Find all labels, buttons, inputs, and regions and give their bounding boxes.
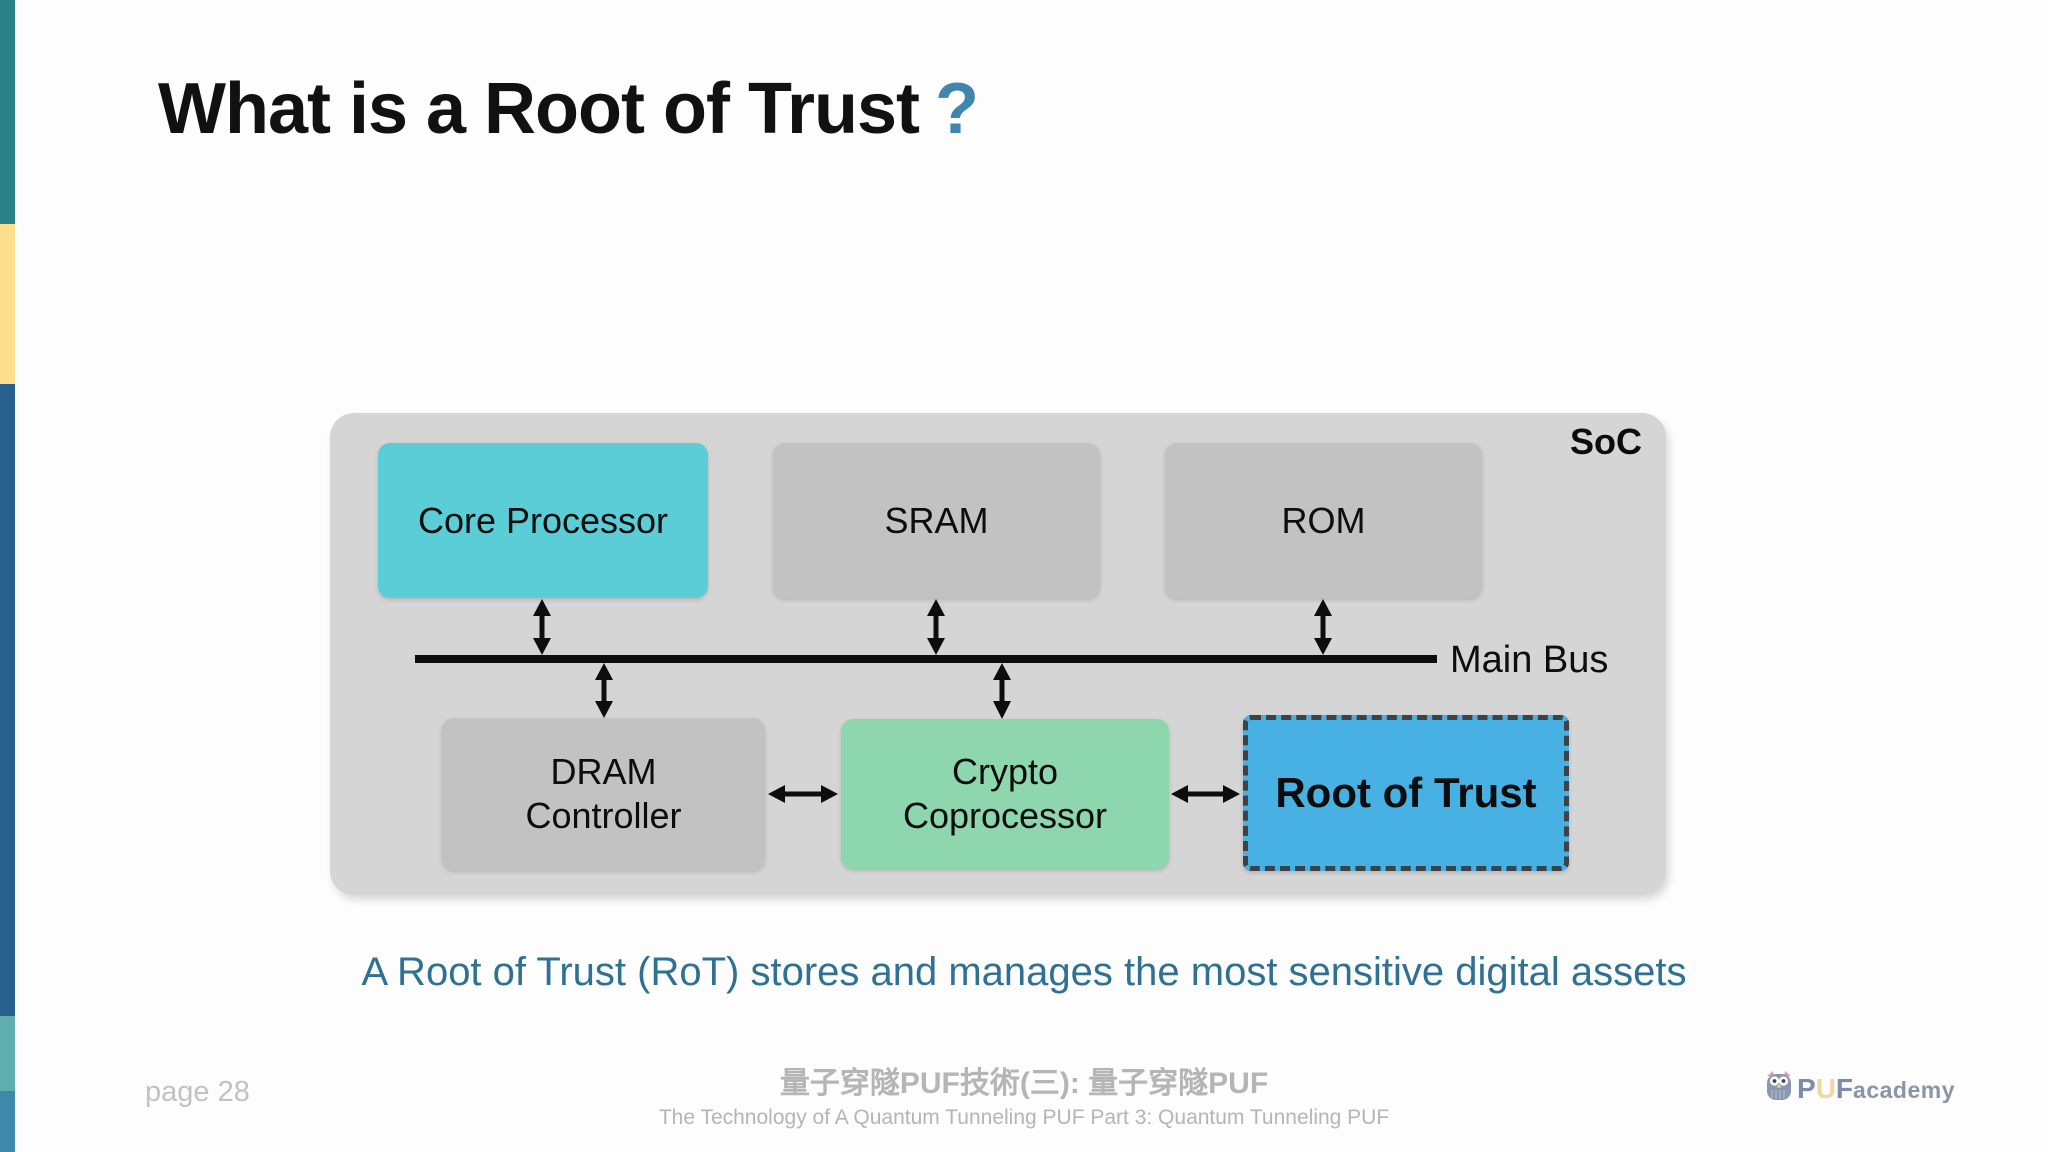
arrow-core-to-bus-icon xyxy=(533,599,551,655)
soc-label: SoC xyxy=(1570,421,1642,462)
box-crypto-coprocessor: Crypto Coprocessor xyxy=(841,719,1169,869)
footer-title-block: 量子穿隧PUF技術(三): 量子穿隧PUF The Technology of … xyxy=(0,1058,2048,1130)
arrow-bus-to-crypto-icon xyxy=(993,663,1011,719)
accent-segment-dark-blue xyxy=(0,384,15,1016)
main-bus-line xyxy=(415,655,1437,663)
box-crypto-coprocessor-label: Crypto Coprocessor xyxy=(902,751,1108,836)
main-bus-label: Main Bus xyxy=(1450,639,1609,681)
arrow-rom-to-bus-icon xyxy=(1314,599,1332,655)
pufacademy-logo: P U F academy xyxy=(1764,1070,1955,1103)
left-edge-accent-strip xyxy=(0,0,15,1152)
page-title: What is a Root of Trust? xyxy=(158,68,979,150)
page-number: page 28 xyxy=(145,1076,250,1108)
box-core-processor: Core Processor xyxy=(378,443,708,598)
arrow-bus-to-dram-icon xyxy=(595,663,613,718)
box-sram-label: SRAM xyxy=(884,499,989,541)
title-question-mark: ? xyxy=(934,69,979,149)
logo-letter-p: P xyxy=(1797,1073,1816,1104)
box-sram: SRAM xyxy=(773,443,1100,598)
arrow-crypto-rot-icon xyxy=(1171,785,1240,803)
arrow-dram-crypto-icon xyxy=(768,785,838,803)
box-core-processor-label: Core Processor xyxy=(417,499,669,541)
accent-segment-yellow xyxy=(0,224,15,385)
soc-diagram: SoC Core Processor SRAM ROM DRAM Control… xyxy=(330,413,1666,895)
logo-suffix: academy xyxy=(1853,1077,1955,1103)
footer-subtitle-en: The Technology of A Quantum Tunneling PU… xyxy=(658,1106,1390,1129)
bus-and-arrows xyxy=(415,599,1437,803)
accent-segment-steel-blue xyxy=(0,1091,15,1152)
box-root-of-trust: Root of Trust xyxy=(1243,715,1569,871)
box-rom: ROM xyxy=(1165,443,1482,598)
arrow-sram-to-bus-icon xyxy=(927,599,945,655)
box-root-of-trust-label: Root of Trust xyxy=(1275,769,1537,817)
owl-logo-icon xyxy=(1767,1071,1791,1100)
accent-segment-light-teal xyxy=(0,1015,15,1092)
box-rom-label: ROM xyxy=(1281,499,1366,541)
box-dram-controller-label: DRAM Controller xyxy=(525,751,682,836)
box-dram-controller: DRAM Controller xyxy=(442,718,765,870)
footer-title-zh: 量子穿隧PUF技術(三): 量子穿隧PUF xyxy=(779,1067,1269,1100)
logo-letter-f: F xyxy=(1835,1073,1854,1104)
accent-segment-teal xyxy=(0,0,15,225)
title-text: What is a Root of Trust xyxy=(158,69,920,149)
logo-letter-u: U xyxy=(1815,1073,1836,1104)
caption: A Root of Trust (RoT) stores and manages… xyxy=(361,950,1687,994)
